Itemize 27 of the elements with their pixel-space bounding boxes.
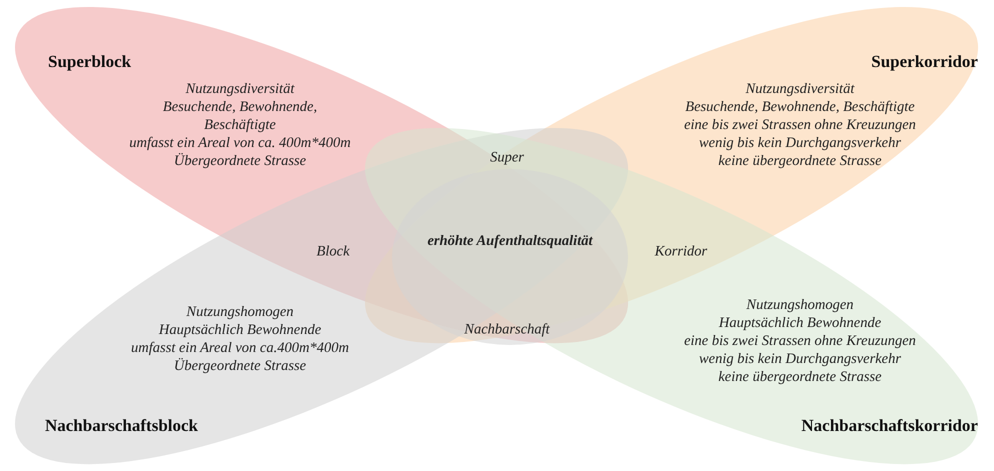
feature-text: Nutzungshomogen (186, 302, 294, 321)
overlap-label: Block (316, 244, 350, 260)
feature-text: umfasst ein Areal von ca.400m*400m (131, 338, 349, 357)
feature-text: eine bis zwei Strassen ohne Kreuzungen (684, 116, 916, 134)
feature-text: keine übergeordnete Strasse (718, 368, 882, 386)
area-title: Nachbarschaftskorridor (801, 416, 978, 435)
feature-text: umfasst ein Areal von ca. 400m*400m (129, 134, 351, 152)
feature-text: Nutzungsdiversität (186, 80, 294, 98)
feature-text: Nutzungsdiversität (746, 80, 854, 98)
center-text: erhöhte Aufenthaltsqualität (426, 232, 594, 250)
area-title: Superblock (48, 52, 132, 71)
feature-text: Hauptsächlich Bewohnende (158, 320, 322, 339)
area-title: Nachbarschaftsblock (44, 416, 198, 435)
feature-text: wenig bis kein Durchgangsverkehr (698, 134, 901, 152)
feature-text: Übergeordnete Strasse (174, 356, 306, 375)
overlap-label: Korridor (654, 244, 708, 260)
feature-text: Besuchende, Bewohnende, Beschäftigte (162, 98, 318, 134)
feature-text: eine bis zwei Strassen ohne Kreuzungen (684, 332, 916, 350)
feature-text: wenig bis kein Durchgangsverkehr (698, 350, 901, 368)
feature-text: Hauptsächlich Bewohnende (718, 314, 882, 332)
feature-text: Besuchende, Bewohnende, Beschäftigte (685, 98, 915, 116)
area-title: Superkorridor (871, 52, 978, 71)
overlap-label: Nachbarschaft (464, 322, 550, 338)
feature-text: Nutzungshomogen (746, 296, 854, 314)
feature-text: Übergeordnete Strasse (174, 152, 306, 170)
feature-text: keine übergeordnete Strasse (718, 152, 882, 170)
overlap-label: Super (490, 150, 524, 166)
